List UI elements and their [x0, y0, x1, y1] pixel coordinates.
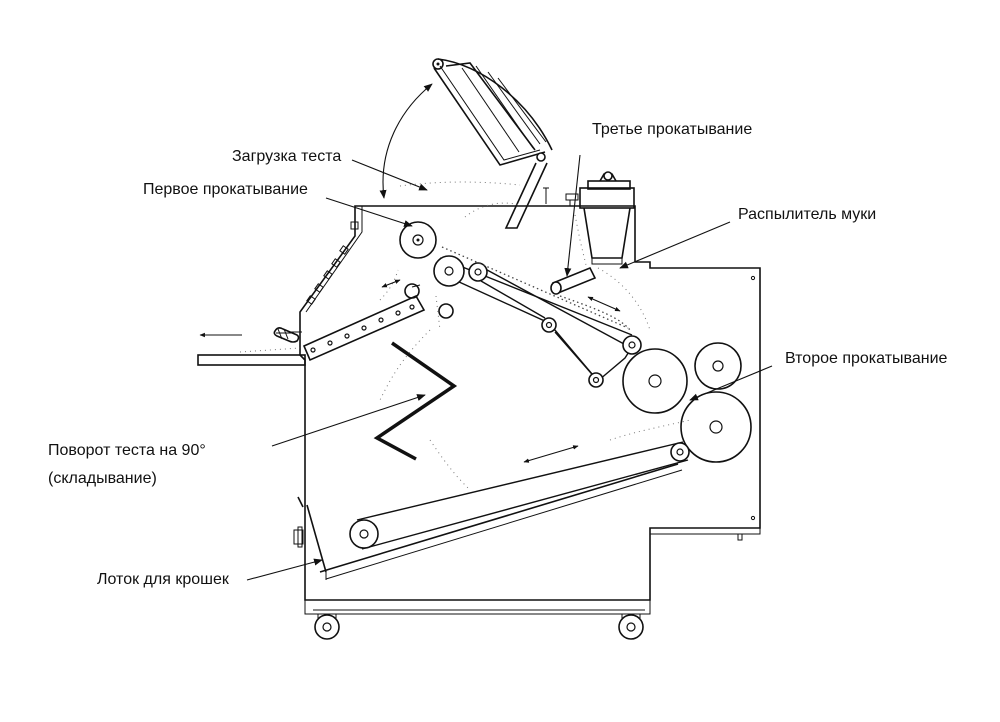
label-third-rolling: Третье прокатывание: [592, 121, 753, 138]
label-flour-sprinkler: Распылитель муки: [738, 206, 877, 223]
direction-arrows: [199, 279, 621, 463]
left-output-shelf: [197, 327, 306, 366]
label-dough-loading: Загрузка теста: [232, 148, 342, 165]
flour-sprinkler: [543, 171, 635, 265]
upper-conveyor-belt: [439, 257, 633, 382]
machine-body-outline: [299, 205, 761, 615]
label-dough-turn: Поворот теста на 90°: [48, 442, 206, 459]
rollers: [349, 221, 752, 549]
lower-conveyor-belt: [319, 441, 689, 580]
loading-arc-arrow: [379, 83, 433, 199]
leader-lines: [246, 154, 773, 581]
label-dough-turn-fold: (складывание): [48, 470, 157, 487]
caster-wheels: [314, 614, 644, 640]
flour-dust-paths: [239, 181, 691, 491]
label-second-rolling: Второе прокатывание: [785, 350, 948, 367]
label-first-rolling: Первое прокатывание: [143, 181, 308, 198]
folding-chute: [302, 294, 426, 362]
control-knobs: [306, 221, 359, 305]
loading-hopper: [432, 58, 553, 229]
fold-zigzag: [373, 341, 458, 461]
label-crumb-tray: Лоток для крошек: [97, 571, 229, 588]
third-rolling-roller: [550, 266, 597, 295]
